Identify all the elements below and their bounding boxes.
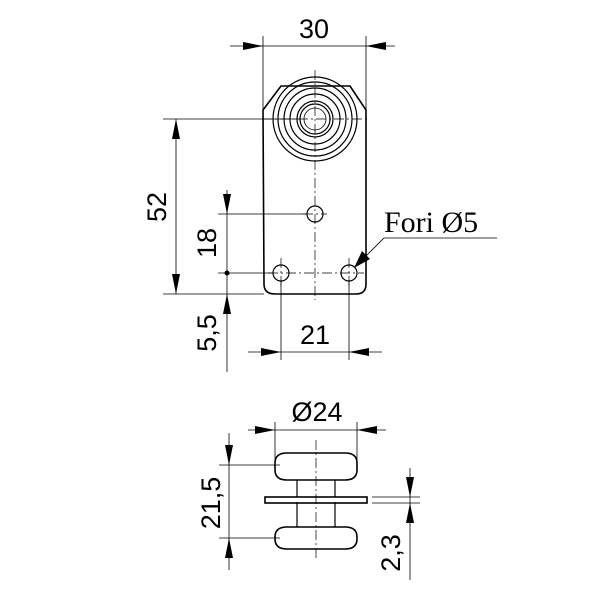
dim-height: 52 (142, 118, 300, 295)
dim-diameter: Ø24 (248, 397, 386, 460)
roller-upper (274, 452, 358, 481)
roller-lower (274, 526, 358, 550)
plate-outline (262, 85, 367, 295)
top-view: 30 52 18 5,5 (142, 14, 497, 372)
dim-hole-height-label: 18 (192, 228, 222, 258)
holes-label: Fori Ø5 (384, 206, 478, 239)
dim-side-height-label: 21,5 (196, 477, 226, 530)
dim-bottom-offset: 5,5 (192, 273, 231, 372)
side-view: Ø24 21,5 2,3 (196, 397, 420, 580)
dim-bottom-offset-label: 5,5 (192, 314, 222, 352)
dim-hole-height: 18 (192, 190, 307, 276)
dim-hole-spacing: 21 (248, 281, 382, 360)
dim-thickness: 2,3 (372, 468, 420, 580)
dim-hole-spacing-label: 21 (300, 320, 330, 350)
holes-leader: Fori Ø5 (354, 206, 497, 268)
dim-thickness-label: 2,3 (376, 534, 406, 572)
dim-width: 30 (230, 14, 395, 110)
dim-width-label: 30 (299, 14, 329, 44)
dim-diameter-label: Ø24 (291, 397, 342, 427)
dim-height-label: 52 (142, 192, 172, 222)
dim-side-height: 21,5 (196, 433, 280, 570)
